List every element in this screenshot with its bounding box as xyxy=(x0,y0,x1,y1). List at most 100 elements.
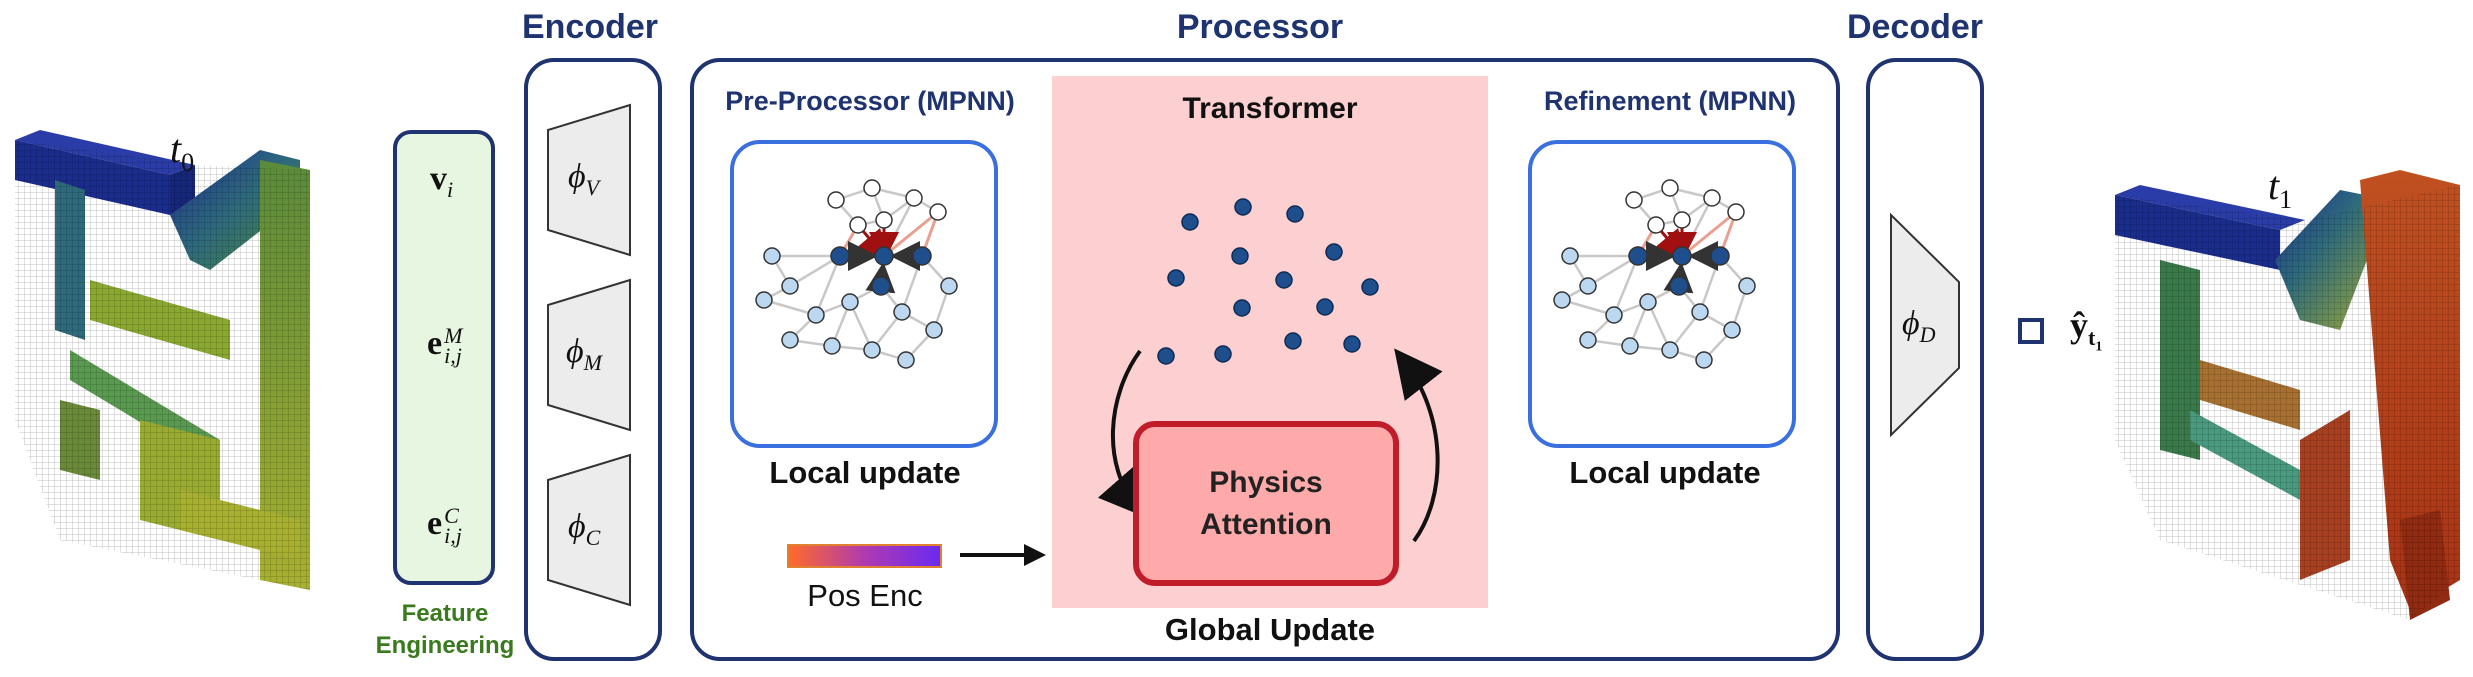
graph-node xyxy=(1727,203,1745,221)
graph-node xyxy=(830,246,850,266)
phi-d-sub: D xyxy=(1919,321,1936,347)
graph-node xyxy=(781,277,799,295)
graph-edge xyxy=(763,298,817,317)
y-hat-sub: t xyxy=(2088,325,2096,351)
graph-node xyxy=(1691,303,1709,321)
decoder-trapezoid xyxy=(1890,212,1960,438)
graph-node xyxy=(1625,191,1643,209)
encoder-v-trapezoid xyxy=(547,103,631,257)
phi-m-base: ϕ xyxy=(566,333,584,370)
local-update-right: Local update xyxy=(1569,455,1761,490)
phi-c-sub: C xyxy=(585,524,601,550)
encoder-c-trapezoid xyxy=(547,453,631,607)
graph-node xyxy=(1561,247,1579,265)
preprocessor-graph xyxy=(755,179,958,369)
decoder-panel xyxy=(1866,58,1984,661)
graph-node xyxy=(897,351,915,369)
token-dot xyxy=(1157,347,1175,365)
encoder-phi-v: ϕV xyxy=(568,158,599,201)
feature-v: vi xyxy=(430,160,453,203)
preprocessor-title: Pre-Processor (MPNN) xyxy=(725,86,1015,116)
attention-down-arrow xyxy=(1097,349,1148,519)
refinement-graph xyxy=(1553,179,1756,369)
token-dot xyxy=(1286,205,1304,223)
graph-node xyxy=(905,189,923,207)
processor-panel xyxy=(690,58,1840,661)
phi-d-base: ϕ xyxy=(1902,305,1920,342)
graph-node xyxy=(1672,246,1692,266)
feature-caption-line2: Engineering xyxy=(375,632,515,659)
token-dot xyxy=(1167,269,1185,287)
decoder-header: Decoder xyxy=(1846,8,1984,46)
encoder-panel xyxy=(524,58,662,661)
output-y-hat: ŷt1 xyxy=(2070,304,2102,356)
graph-node xyxy=(1579,277,1597,295)
graph-node xyxy=(863,179,881,197)
feature-ec-base: e xyxy=(427,505,443,542)
processor-header: Processor xyxy=(1176,8,1344,46)
y-hat-subsub: 1 xyxy=(2095,339,2103,355)
encoder-trapezoids xyxy=(547,103,631,607)
token-dot xyxy=(1234,198,1252,216)
time-label-t0: t0 xyxy=(170,125,194,178)
graph-edge xyxy=(814,255,842,316)
graph-edge xyxy=(848,301,874,351)
feature-box xyxy=(393,130,495,585)
graph-node xyxy=(781,331,799,349)
phi-v-sub: V xyxy=(585,174,600,200)
refinement-title: Refinement (MPNN) xyxy=(1543,86,1796,116)
graph-node xyxy=(1553,291,1571,309)
token-dot xyxy=(1361,278,1379,296)
local-update-left: Local update xyxy=(769,455,961,490)
graph-node xyxy=(755,291,773,309)
token-dot xyxy=(1316,298,1334,316)
graph-node xyxy=(871,276,891,296)
input-mesh-t0 xyxy=(15,130,310,590)
transformer-title: Transformer xyxy=(1182,92,1358,125)
token-dot xyxy=(1181,213,1199,231)
graph-node xyxy=(1628,246,1648,266)
attention-up-arrow xyxy=(1394,348,1443,543)
t1-base: t xyxy=(2268,163,2280,208)
graph-node xyxy=(1661,341,1679,359)
graph-node xyxy=(807,306,825,324)
token-dot xyxy=(1284,332,1302,350)
time-label-t1: t1 xyxy=(2268,162,2292,215)
graph-node xyxy=(1647,216,1665,234)
graph-node xyxy=(1605,306,1623,324)
feature-ec-sub: i,j xyxy=(444,523,462,549)
graph-node xyxy=(1723,321,1741,339)
graph-node xyxy=(925,321,943,339)
phi-v-base: ϕ xyxy=(568,158,586,195)
graph-node xyxy=(1639,293,1657,311)
graph-node xyxy=(1710,246,1730,266)
pos-enc-bar xyxy=(787,544,942,568)
graph-edge xyxy=(1612,255,1640,316)
output-mesh-t1 xyxy=(2115,170,2460,620)
encoder-header: Encoder xyxy=(521,8,659,46)
feature-em-base: e xyxy=(427,325,443,362)
graph-node xyxy=(863,341,881,359)
graph-node xyxy=(1703,189,1721,207)
physics-attention-box: Physics Attention xyxy=(1133,421,1399,586)
t1-sub: 1 xyxy=(2279,185,2293,214)
token-dot xyxy=(1343,335,1361,353)
feature-caption-line1: Feature xyxy=(401,600,489,627)
graph-node xyxy=(874,246,894,266)
feature-v-base: v xyxy=(430,160,447,197)
graph-node xyxy=(875,211,893,229)
encoder-phi-c: ϕC xyxy=(568,508,600,551)
physics-attention-line2: Attention xyxy=(1200,507,1332,541)
t0-base: t xyxy=(170,126,182,171)
phi-c-base: ϕ xyxy=(568,508,586,545)
encoder-phi-m: ϕM xyxy=(566,333,602,376)
graph-node xyxy=(929,203,947,221)
graph-node xyxy=(849,216,867,234)
graph-node xyxy=(912,246,932,266)
graph-node xyxy=(1738,277,1756,295)
pos-enc-label: Pos Enc xyxy=(807,578,923,613)
graph-node xyxy=(1661,179,1679,197)
graph-node xyxy=(940,277,958,295)
token-dot xyxy=(1214,345,1232,363)
